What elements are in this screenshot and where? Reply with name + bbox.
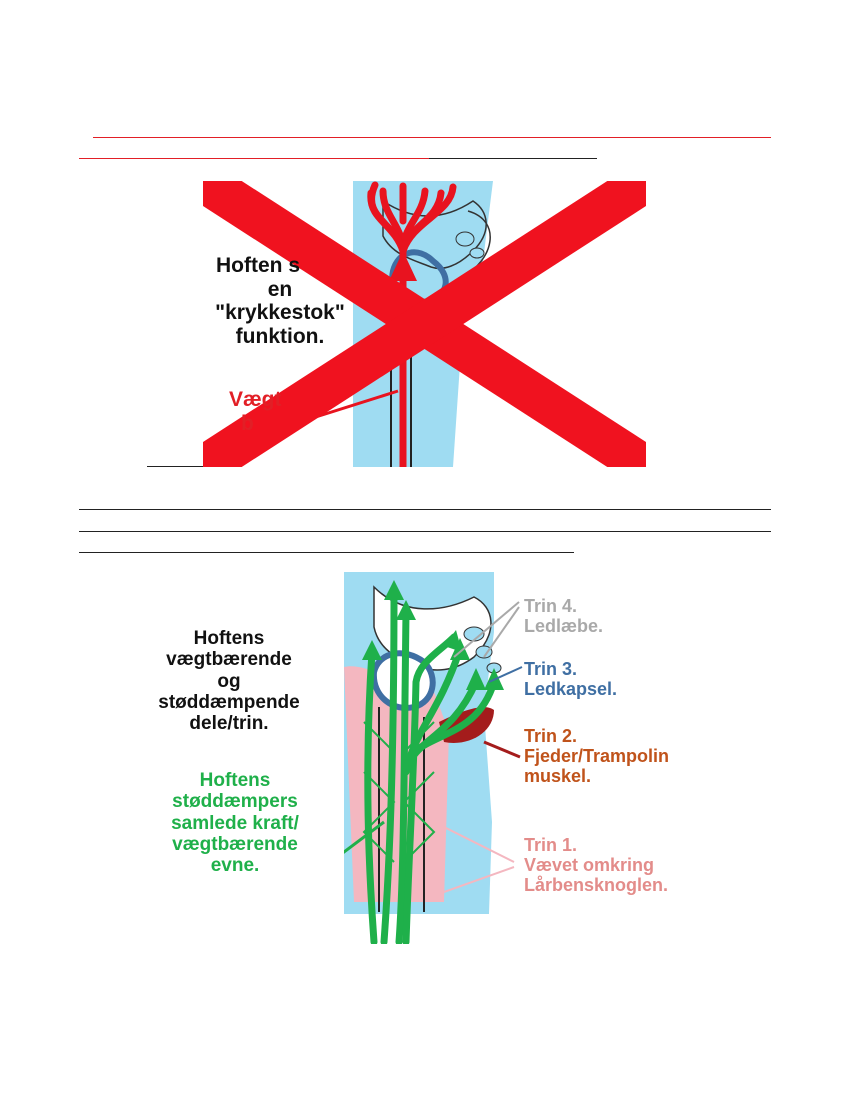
shock-absorber-line2: støddæmpers bbox=[172, 791, 298, 813]
black-rule-4 bbox=[79, 509, 771, 510]
crutch-diagram bbox=[191, 163, 658, 485]
trin4-title: Trin 4. bbox=[524, 596, 578, 616]
black-rule-2b bbox=[429, 158, 597, 159]
trin3-desc: Ledkapsel. bbox=[524, 679, 618, 700]
crutch-text-line3: "krykkestok" bbox=[215, 301, 345, 325]
weight-label-line2: b bbox=[241, 411, 254, 435]
shock-absorber-line5: evne. bbox=[210, 855, 260, 877]
shock-absorber-line1: Hoftens bbox=[199, 770, 271, 791]
crutch-text-line1: Hoften s bbox=[216, 254, 300, 277]
trin4-label: Trin 4. Ledlæbe. bbox=[524, 596, 603, 636]
trin4-desc: Ledlæbe. bbox=[524, 616, 604, 637]
weight-label: Vægt b bbox=[229, 388, 282, 435]
cross-stroke-2 bbox=[191, 163, 658, 485]
steps-title-line5: dele/trin. bbox=[189, 713, 269, 735]
red-rule-2 bbox=[79, 158, 429, 159]
trin2-desc-line2: muskel. bbox=[524, 766, 592, 787]
trin3-title: Trin 3. bbox=[524, 659, 578, 679]
trin3-label: Trin 3. Ledkapsel. bbox=[524, 659, 617, 699]
crutch-text: Hoften s en "krykkestok" funktion. bbox=[200, 254, 360, 348]
shock-absorber-graphic bbox=[303, 572, 523, 946]
trin1-title: Trin 1. bbox=[524, 835, 578, 855]
red-rule-1 bbox=[93, 137, 771, 138]
shock-absorber-diagram bbox=[303, 572, 700, 946]
crutch-diagram-graphic bbox=[191, 163, 658, 485]
black-rule-6 bbox=[79, 552, 574, 553]
trin2-title: Trin 2. bbox=[524, 726, 578, 746]
steps-title-line2: vægtbærende bbox=[166, 649, 292, 671]
shock-absorber-line4: vægtbærende bbox=[172, 833, 298, 855]
trin1-label: Trin 1. Vævet omkring Lårbensknoglen. bbox=[524, 835, 668, 895]
black-rule-3 bbox=[147, 466, 203, 467]
steps-title-line4: støddæmpende bbox=[158, 691, 300, 713]
trin2-label: Trin 2. Fjeder/Trampolin muskel. bbox=[524, 726, 669, 786]
steps-title-line1: Hoftens bbox=[193, 628, 265, 649]
crutch-text-line2: en bbox=[267, 277, 293, 301]
crutch-text-line4: funktion. bbox=[235, 324, 325, 348]
trin1-desc-line1: Vævet omkring bbox=[524, 855, 655, 876]
trin2-desc-line1: Fjeder/Trampolin bbox=[524, 746, 670, 767]
black-rule-5 bbox=[79, 531, 771, 532]
shock-absorber-line3: samlede kraft/ bbox=[171, 812, 299, 834]
weight-label-line1: Vægt bbox=[229, 388, 282, 411]
steps-title-line3: og bbox=[217, 670, 241, 692]
steps-title: Hoftens vægtbærende og støddæmpende dele… bbox=[150, 628, 308, 734]
trin1-desc-line2: Lårbensknoglen. bbox=[524, 875, 669, 896]
shock-absorber-label: Hoftens støddæmpers samlede kraft/ vægtb… bbox=[155, 770, 315, 876]
